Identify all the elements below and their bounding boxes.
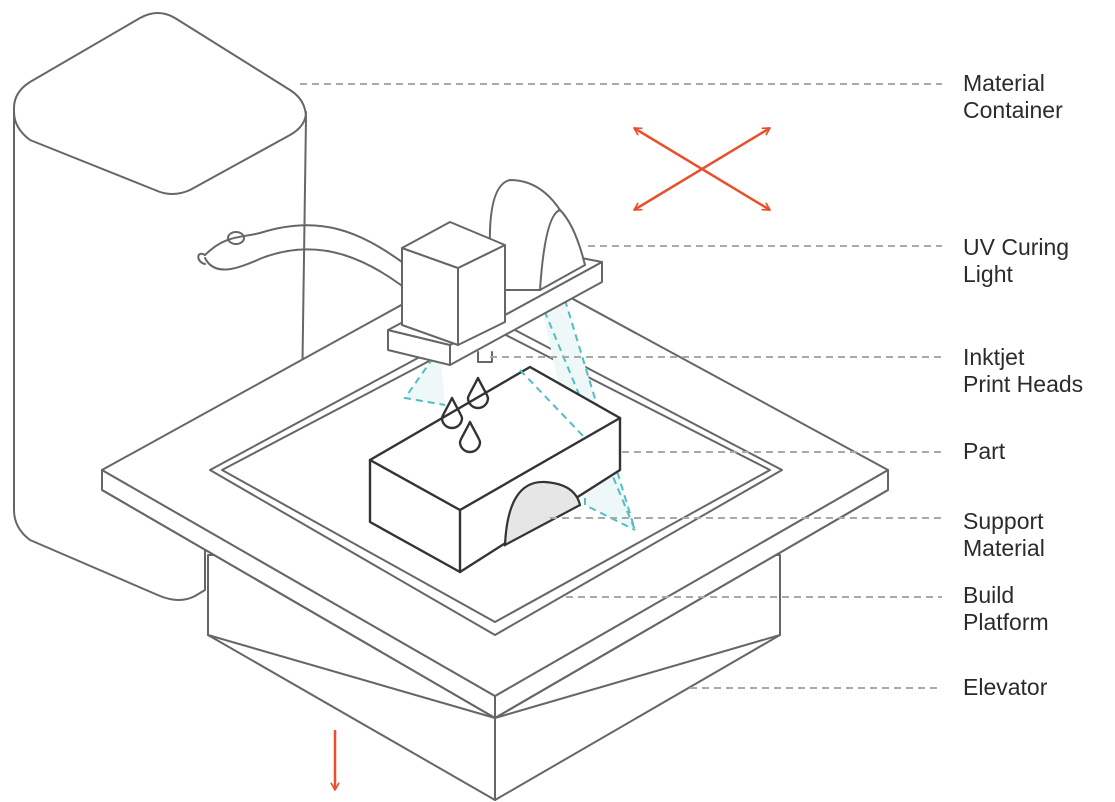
droplets bbox=[440, 376, 490, 454]
label-part: Part bbox=[963, 438, 1005, 465]
label-build-platform: Build Platform bbox=[963, 582, 1049, 636]
droplet-icon bbox=[466, 376, 490, 410]
label-uv-curing-light: UV Curing Light bbox=[963, 234, 1069, 288]
leader-lines bbox=[300, 83, 942, 689]
four-way-arrow-icon bbox=[634, 126, 770, 212]
label-line: Material bbox=[963, 535, 1045, 561]
label-material-container: Material Container bbox=[963, 70, 1063, 124]
label-line: Platform bbox=[963, 609, 1049, 635]
label-line: Print Heads bbox=[963, 371, 1084, 397]
label-line: Container bbox=[963, 97, 1063, 123]
label-support-material: Support Material bbox=[963, 508, 1045, 562]
support-material bbox=[503, 480, 582, 547]
label-elevator: Elevator bbox=[963, 674, 1047, 701]
label-line: Elevator bbox=[963, 674, 1048, 700]
label-line: Inktjet bbox=[963, 344, 1025, 370]
uv-curing-light bbox=[488, 179, 586, 291]
label-line: UV Curing bbox=[963, 234, 1070, 260]
feed-hose bbox=[197, 224, 421, 301]
droplet-icon bbox=[458, 420, 482, 454]
label-line: Light bbox=[963, 261, 1013, 287]
droplet-icon bbox=[440, 396, 464, 430]
label-line: Support bbox=[963, 508, 1044, 534]
label-line: Build bbox=[963, 582, 1015, 608]
label-inkjet-print-heads: Inktjet Print Heads bbox=[963, 344, 1083, 398]
label-line: Part bbox=[963, 438, 1006, 464]
label-line: Material bbox=[963, 70, 1045, 96]
inkjet-print-heads bbox=[401, 221, 506, 363]
